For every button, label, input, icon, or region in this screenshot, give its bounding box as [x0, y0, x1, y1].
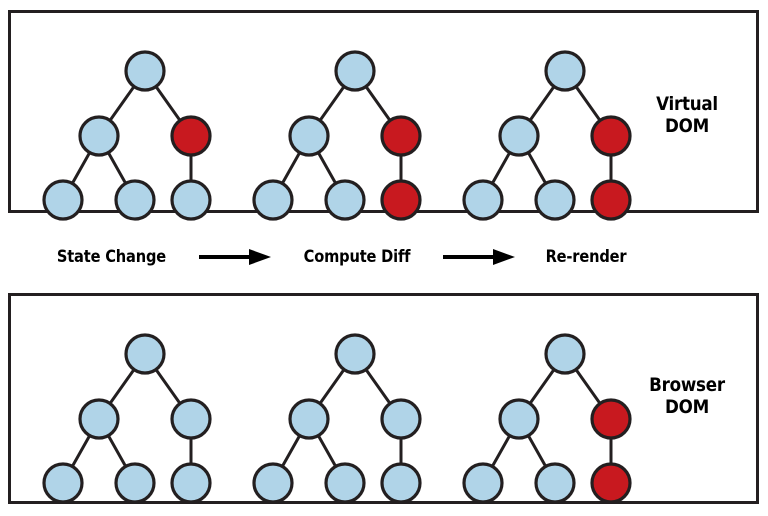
flow-step-state-change: State Change [56, 247, 166, 267]
tree-node-ll [42, 179, 84, 221]
tree-node-right-changed [590, 398, 632, 440]
tree-node-lr [324, 462, 366, 504]
tree-node-rc-changed [590, 462, 632, 504]
tree-node-lr [534, 462, 576, 504]
flow-step-re-render: Re-render [545, 247, 627, 267]
tree-node-right [170, 398, 212, 440]
right-arrow-icon-1 [198, 248, 271, 266]
tree-node-left [78, 115, 120, 157]
dom-tree-stage-1 [42, 333, 212, 504]
browser-dom-label: Browser DOM [649, 374, 725, 418]
tree-node-rc [170, 179, 212, 221]
tree-node-root [124, 50, 166, 92]
tree-node-rc [380, 462, 422, 504]
tree-node-left [498, 398, 540, 440]
flow-steps-row: State Change Compute Diff Re-render [8, 228, 759, 286]
tree-node-lr [114, 462, 156, 504]
tree-node-root [544, 333, 586, 375]
tree-node-ll [462, 462, 504, 504]
browser-dom-panel: Browser DOM [8, 293, 759, 504]
tree-node-right-changed [590, 115, 632, 157]
tree-node-left [78, 398, 120, 440]
dom-tree-stage-2 [252, 333, 422, 504]
dom-tree-stage-3 [462, 50, 632, 221]
tree-node-ll [252, 179, 294, 221]
tree-node-left [288, 398, 330, 440]
tree-node-root [334, 50, 376, 92]
dom-tree-stage-1 [42, 50, 212, 221]
dom-tree-stage-3 [462, 333, 632, 504]
virtual-dom-label: Virtual DOM [656, 93, 718, 137]
tree-node-right-changed [170, 115, 212, 157]
tree-node-lr [324, 179, 366, 221]
tree-node-root [544, 50, 586, 92]
tree-node-root [124, 333, 166, 375]
tree-node-ll [252, 462, 294, 504]
dom-tree-stage-2 [252, 50, 422, 221]
tree-node-root [334, 333, 376, 375]
tree-node-rc-changed [380, 179, 422, 221]
tree-node-lr [534, 179, 576, 221]
tree-node-right-changed [380, 115, 422, 157]
tree-node-rc-changed [590, 179, 632, 221]
tree-node-ll [462, 179, 504, 221]
virtual-dom-panel: Virtual DOM [8, 10, 759, 221]
tree-node-lr [114, 179, 156, 221]
tree-node-ll [42, 462, 84, 504]
right-arrow-icon-2 [442, 248, 515, 266]
tree-node-right [380, 398, 422, 440]
tree-node-left [498, 115, 540, 157]
tree-node-left [288, 115, 330, 157]
flow-step-compute-diff: Compute Diff [303, 247, 411, 267]
tree-node-rc [170, 462, 212, 504]
